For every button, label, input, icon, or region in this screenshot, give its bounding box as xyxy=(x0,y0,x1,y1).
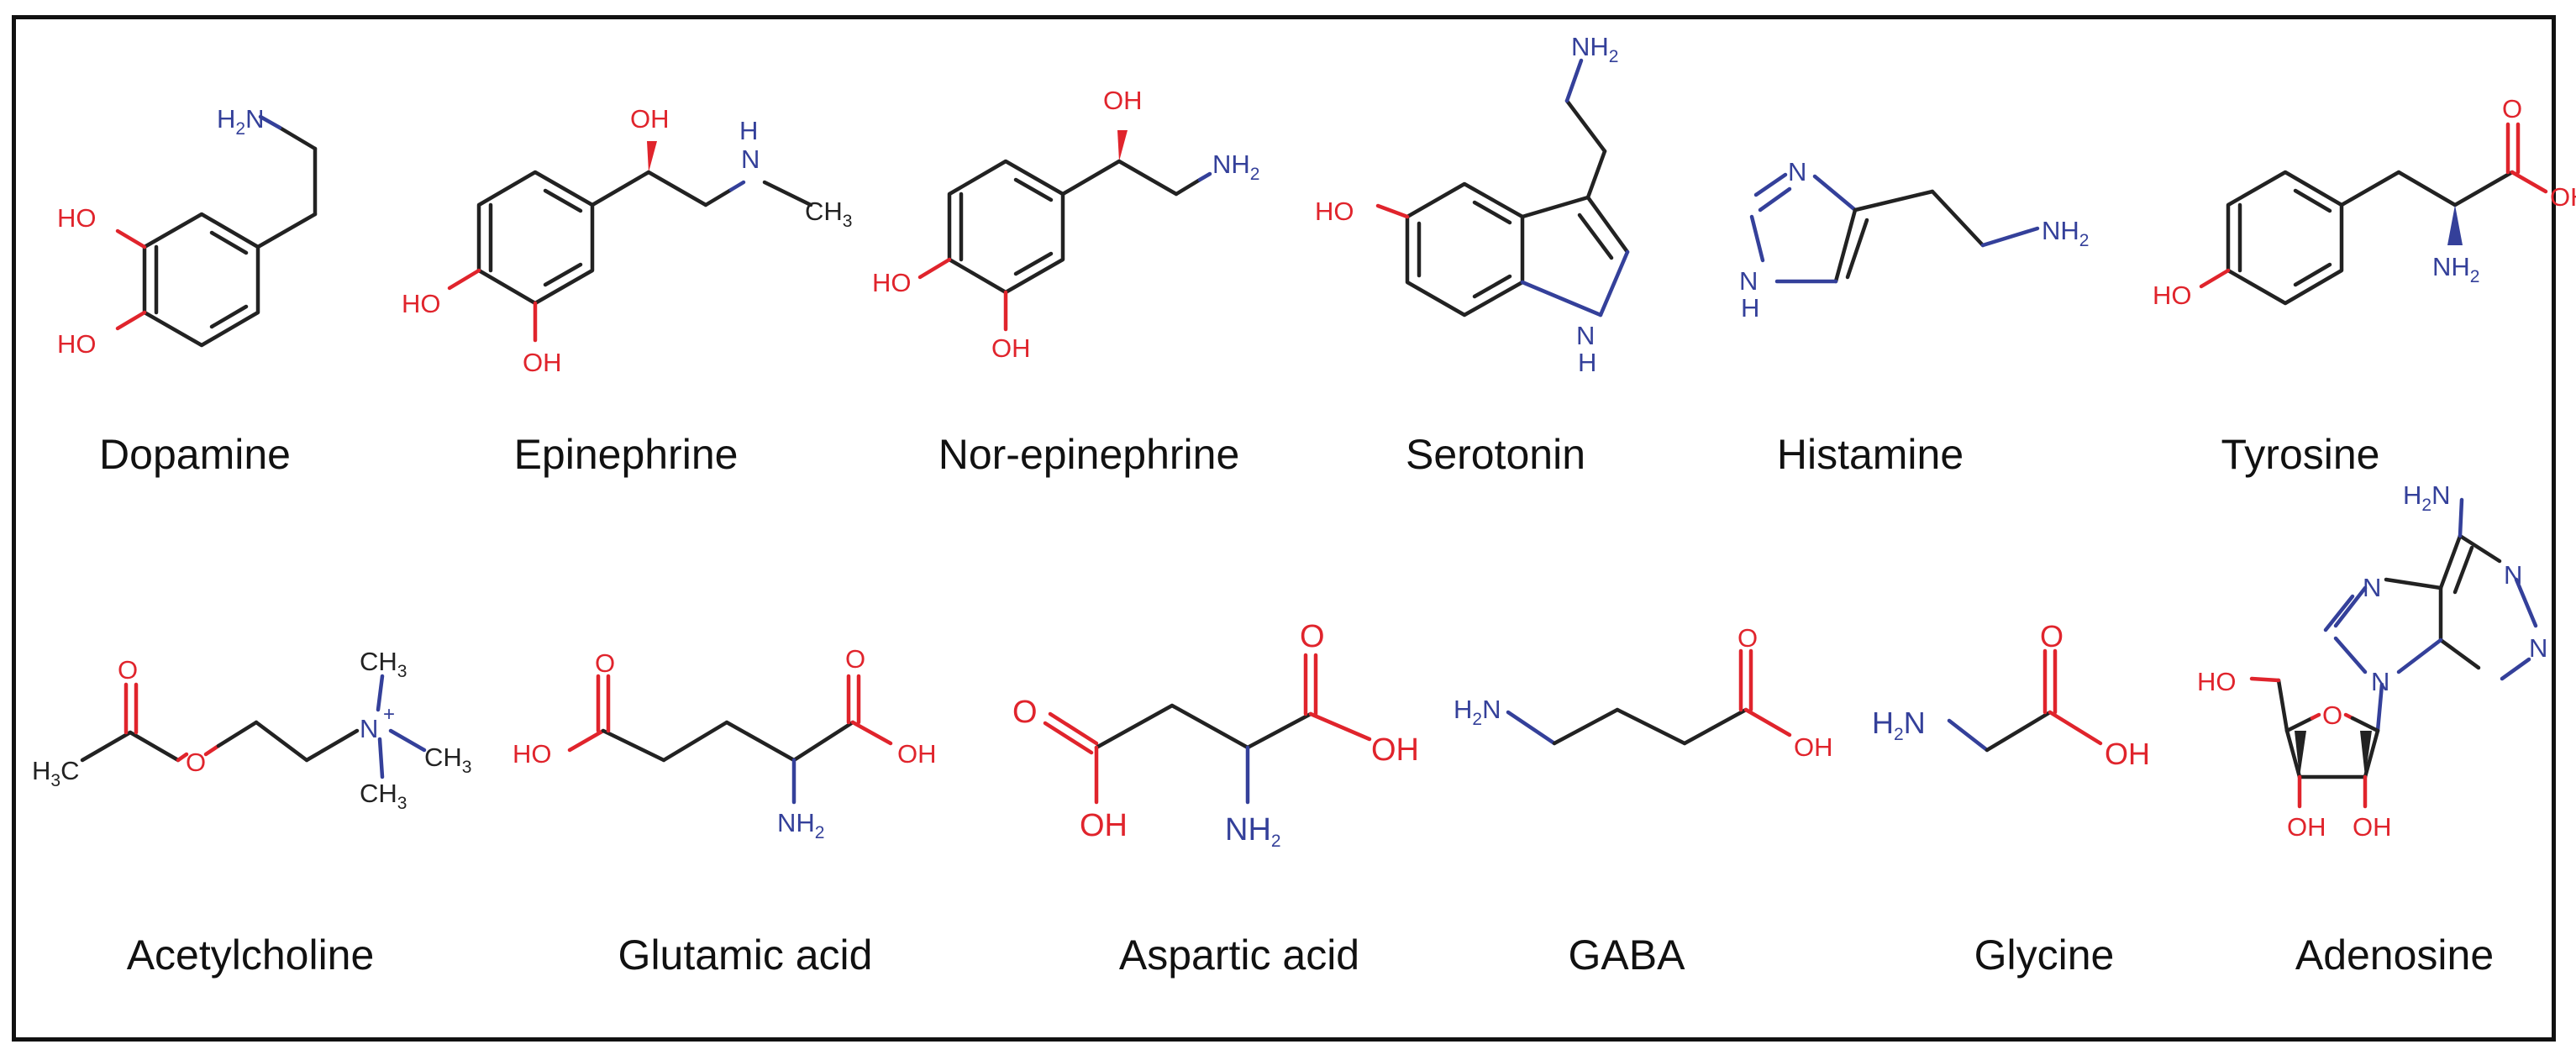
epinephrine-name-label: Epinephrine xyxy=(513,431,739,478)
acetylcholine-structure: O O H3C N + CH3 CH3 CH3 xyxy=(32,647,471,813)
histamine-name-label: Histamine xyxy=(1776,431,1964,478)
adenosine-glycosidic-nitrogen-label: N xyxy=(2371,667,2389,696)
serotonin-amine-label: NH2 xyxy=(1571,32,1618,66)
aspartic-acid-name-label: Aspartic acid xyxy=(1118,931,1360,979)
aspartic-acid-carbonyl-oxygen-label: O xyxy=(1012,695,1038,730)
glycine-carbonyl-oxygen-label: O xyxy=(2040,619,2063,653)
dopamine-amine-label: H2N xyxy=(217,104,264,139)
acetylcholine-methyl-label: H3C xyxy=(32,756,79,790)
epinephrine-structure: OH NH CH3 HO OH xyxy=(402,104,852,377)
norepinephrine-amine-label: NH2 xyxy=(1212,150,1259,184)
glutamic-acid-name-label: Glutamic acid xyxy=(618,931,873,979)
aspartic-acid-hydroxyl-label: OH xyxy=(1080,808,1128,843)
epinephrine-hydroxyl-label: OH xyxy=(630,104,670,134)
tyrosine-amine-label: NH2 xyxy=(2432,252,2479,286)
adenosine-structure: H2N N N N N O HO OH OH xyxy=(2197,480,2547,842)
gaba-name-label: GABA xyxy=(1568,931,1685,979)
dopamine-structure: H2N HO HO xyxy=(57,104,318,359)
norepinephrine-hydroxyl-label: HO xyxy=(872,268,912,297)
acetylcholine-methyl-label: CH3 xyxy=(424,743,471,777)
norepinephrine-structure: OH NH2 HO OH xyxy=(872,86,1259,363)
epinephrine-methyl-label: CH3 xyxy=(805,197,852,231)
adenosine-ring-oxygen-label: O xyxy=(2322,701,2342,730)
norepinephrine-name-label: Nor-epinephrine xyxy=(938,431,1240,478)
glutamic-acid-carbonyl-oxygen-label: O xyxy=(595,648,615,678)
norepinephrine-hydroxyl-label: OH xyxy=(991,333,1031,363)
tyrosine-carbonyl-oxygen-label: O xyxy=(2502,94,2522,123)
gaba-structure: H2N O OH xyxy=(1454,623,1833,762)
dopamine-name-label: Dopamine xyxy=(99,431,291,478)
tyrosine-structure: O OH NH2 HO xyxy=(2153,94,2576,310)
serotonin-hydroxyl-label: HO xyxy=(1315,197,1354,226)
gaba-hydroxyl-label: OH xyxy=(1794,732,1833,762)
acetylcholine-name-label: Acetylcholine xyxy=(126,931,375,979)
acetylcholine-carbonyl-oxygen-label: O xyxy=(118,655,138,685)
aspartic-acid-structure: O O OH OH NH2 xyxy=(1012,619,1419,851)
dopamine-hydroxyl-label: HO xyxy=(57,329,97,359)
histamine-amine-label: NH2 xyxy=(2042,216,2089,250)
figure-border xyxy=(12,15,2556,1042)
adenosine-name-label: Adenosine xyxy=(2295,931,2495,979)
serotonin-name-label: Serotonin xyxy=(1405,431,1586,478)
adenosine-hydroxyl-label: OH xyxy=(2287,812,2326,842)
glycine-structure: H2N O OH xyxy=(1872,619,2150,771)
epinephrine-hydroxyl-label: OH xyxy=(523,348,562,377)
acetylcholine-ester-oxygen-label: O xyxy=(186,748,206,777)
glycine-amine-label: H2N xyxy=(1872,706,1926,744)
aspartic-acid-amine-label: NH2 xyxy=(1225,812,1281,851)
glycine-name-label: Glycine xyxy=(1974,931,2115,979)
aspartic-acid-carbonyl-oxygen-label: O xyxy=(1300,619,1325,654)
aspartic-acid-hydroxyl-label: OH xyxy=(1371,732,1419,768)
norepinephrine-hydroxyl-label: OH xyxy=(1103,86,1143,115)
tyrosine-name-label: Tyrosine xyxy=(2221,431,2380,478)
gaba-amine-label: H2N xyxy=(1454,695,1501,729)
glutamic-acid-hydroxyl-label: OH xyxy=(897,739,937,769)
acetylcholine-methyl-label: CH3 xyxy=(360,779,407,813)
histamine-ring-nitrogen-label: N xyxy=(1788,157,1806,186)
adenosine-ring-nitrogen-label: N xyxy=(2363,573,2381,602)
adenosine-hydroxyl-label: HO xyxy=(2197,667,2237,696)
tyrosine-hydroxyl-label: HO xyxy=(2153,281,2192,310)
gaba-carbonyl-oxygen-label: O xyxy=(1737,623,1758,653)
epinephrine-hydroxyl-label: HO xyxy=(402,289,441,318)
adenosine-ring-nitrogen-label: N xyxy=(2529,633,2547,663)
glutamic-acid-amine-label: NH2 xyxy=(777,808,824,842)
acetylcholine-charge-label: + xyxy=(383,703,395,726)
adenosine-ring-nitrogen-label: N xyxy=(2504,560,2522,590)
glutamic-acid-hydroxyl-label: HO xyxy=(513,739,552,769)
epinephrine-amine-label: NH xyxy=(739,116,760,174)
glutamic-acid-structure: O O HO OH NH2 xyxy=(513,644,937,842)
tyrosine-hydroxyl-label: OH xyxy=(2550,182,2576,212)
adenosine-hydroxyl-label: OH xyxy=(2353,812,2392,842)
adenosine-amine-label: H2N xyxy=(2403,480,2450,515)
acetylcholine-quaternary-nitrogen-label: N xyxy=(360,714,378,743)
glutamic-acid-carbonyl-oxygen-label: O xyxy=(845,644,865,674)
glycine-hydroxyl-label: OH xyxy=(2105,737,2150,771)
acetylcholine-methyl-label: CH3 xyxy=(360,647,407,681)
dopamine-hydroxyl-label: HO xyxy=(57,203,97,233)
